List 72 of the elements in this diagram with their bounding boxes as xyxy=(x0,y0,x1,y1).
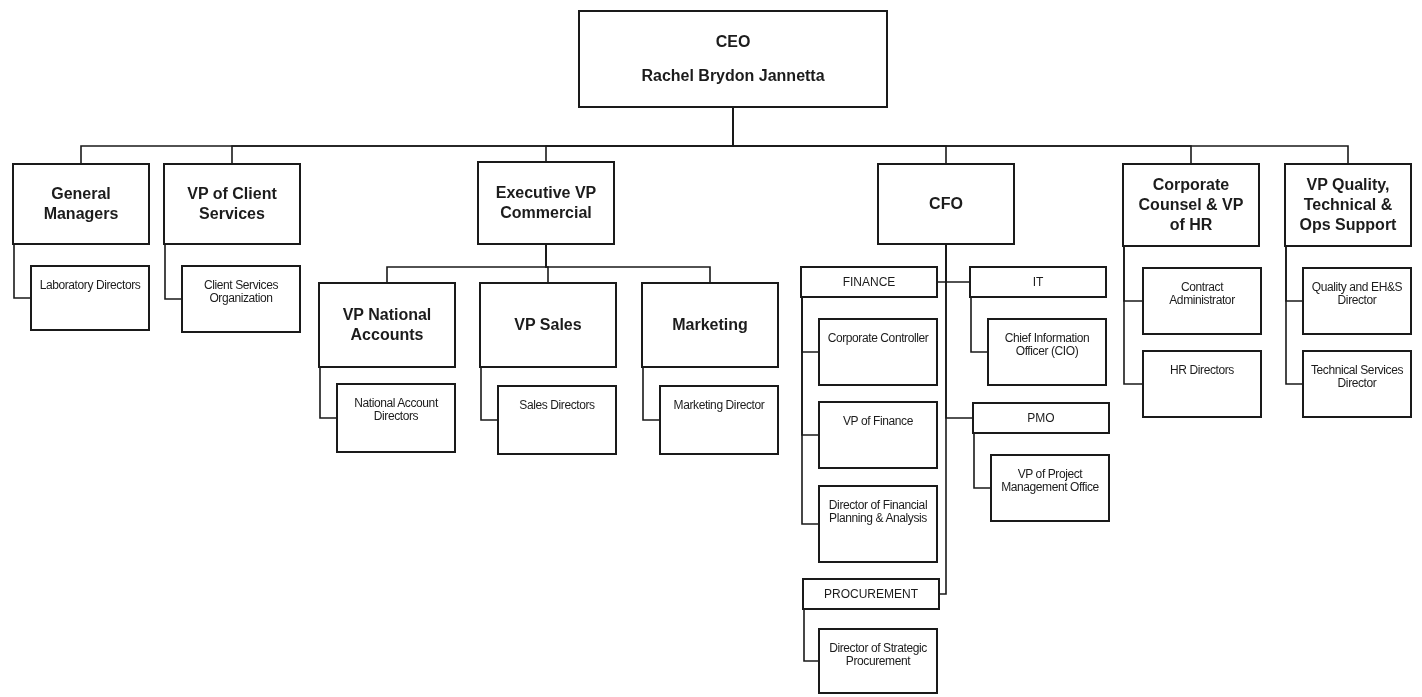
position-title: Marketing Director xyxy=(673,399,765,413)
position-title: National Account Directors xyxy=(353,397,440,424)
position-title: VP of Client Services xyxy=(186,184,278,224)
position-title: VP Sales xyxy=(514,315,582,335)
position-title: PMO xyxy=(1027,410,1055,426)
position-title: General Managers xyxy=(42,184,120,224)
position-title: CFO xyxy=(929,194,963,214)
connector-line xyxy=(545,244,711,283)
position-title: Technical Services Director xyxy=(1309,364,1405,391)
connector-line xyxy=(319,367,337,419)
person-name: Rachel Brydon Jannetta xyxy=(641,66,825,86)
position-title: FINANCE xyxy=(842,274,896,290)
position-box xyxy=(969,266,1107,298)
connector-line xyxy=(164,244,182,300)
position-title: Client Services Organization xyxy=(203,279,279,306)
position-box xyxy=(12,163,150,245)
position-title: Director of Strategic Procurement xyxy=(828,642,928,669)
position-title: CEO xyxy=(715,32,751,52)
position-box xyxy=(802,578,940,610)
connector-line xyxy=(939,244,947,595)
position-box xyxy=(800,266,938,298)
position-box xyxy=(477,161,615,245)
position-box xyxy=(1122,163,1260,247)
position-title: Sales Directors xyxy=(519,399,595,413)
position-title: Contract Administrator xyxy=(1168,281,1236,308)
position-title: PROCUREMENT xyxy=(824,586,918,602)
position-box xyxy=(972,402,1110,434)
position-box xyxy=(641,282,779,368)
position-title: Corporate Counsel & VP of HR xyxy=(1137,175,1245,235)
position-title: Director of Financial Planning & Analysis xyxy=(827,499,929,526)
connector-line xyxy=(801,297,819,525)
position-box xyxy=(1302,267,1412,335)
position-box xyxy=(877,163,1015,245)
position-box xyxy=(987,318,1107,386)
position-title: Corporate Controller xyxy=(827,332,929,346)
connector-line xyxy=(1285,246,1303,385)
connector-line xyxy=(973,433,991,489)
position-box xyxy=(1142,267,1262,335)
position-title: VP Quality, Technical & Ops Support xyxy=(1298,175,1398,235)
connector-line xyxy=(803,609,819,662)
position-box xyxy=(181,265,301,333)
position-box xyxy=(578,10,888,108)
connector-line xyxy=(1123,246,1143,385)
position-box xyxy=(497,385,617,455)
position-box xyxy=(1284,163,1412,247)
position-box xyxy=(336,383,456,453)
position-box xyxy=(818,401,938,469)
position-box xyxy=(818,318,938,386)
position-title: Chief Information Officer (CIO) xyxy=(1003,332,1091,359)
position-box xyxy=(1142,350,1262,418)
position-box xyxy=(818,628,938,694)
position-title: Laboratory Directors xyxy=(39,279,141,293)
position-box xyxy=(659,385,779,455)
connector-line xyxy=(480,367,498,421)
position-box xyxy=(318,282,456,368)
position-box xyxy=(1302,350,1412,418)
position-box xyxy=(818,485,938,563)
position-title: Executive VP Commercial xyxy=(494,183,598,223)
position-title: VP of Project Management Office xyxy=(1000,468,1100,495)
position-title: VP of Finance xyxy=(843,415,913,429)
position-box xyxy=(163,163,301,245)
position-box xyxy=(479,282,617,368)
position-box xyxy=(30,265,150,331)
position-title: IT xyxy=(1032,274,1044,290)
position-title: Quality and EH&S Director xyxy=(1310,281,1404,308)
position-title: VP National Accounts xyxy=(341,305,433,345)
connector-line xyxy=(13,244,31,299)
connector-line xyxy=(970,297,988,353)
position-title: HR Directors xyxy=(1170,364,1234,378)
connector-line xyxy=(642,367,660,421)
position-box xyxy=(990,454,1110,522)
position-title: Marketing xyxy=(672,315,748,335)
